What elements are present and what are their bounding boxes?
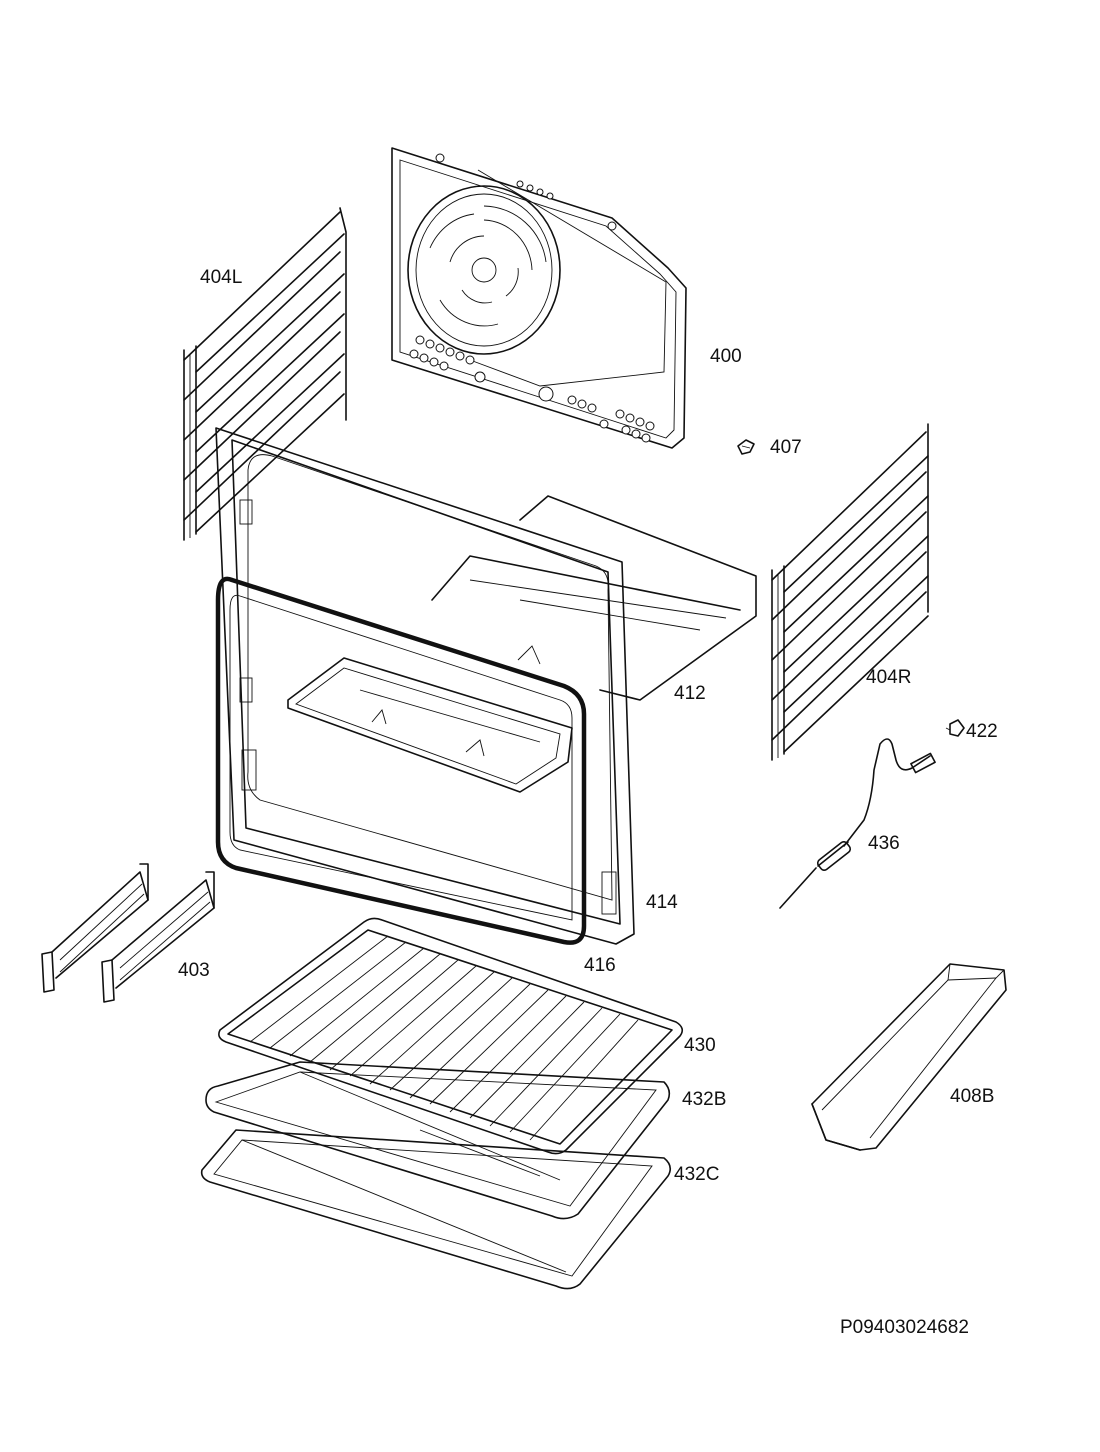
tray-drawing — [811, 963, 1007, 1151]
label-416: 416 — [584, 955, 616, 976]
reference-code: P09403024682 — [840, 1317, 969, 1338]
label-407: 407 — [770, 437, 802, 458]
meat-probe-drawing — [779, 738, 936, 909]
rear-panel-drawing — [391, 147, 687, 449]
label-404L: 404L — [200, 267, 242, 288]
label-422: 422 — [966, 721, 998, 742]
left-shelf-support-drawing — [183, 207, 347, 541]
label-436: 436 — [868, 833, 900, 854]
label-430: 430 — [684, 1035, 716, 1056]
label-414: 414 — [646, 892, 678, 913]
oven-cavity-drawing — [287, 495, 757, 793]
label-408B: 408B — [950, 1086, 994, 1107]
label-403: 403 — [178, 960, 210, 981]
label-432B: 432B — [682, 1089, 726, 1110]
label-400: 400 — [710, 346, 742, 367]
clip-drawing — [737, 439, 755, 455]
label-404R: 404R — [866, 667, 911, 688]
wire-rack-drawing — [218, 917, 684, 1155]
baking-tray-drawing — [205, 1061, 671, 1220]
sensor-connector-drawing — [945, 719, 965, 737]
right-shelf-support-drawing — [771, 423, 929, 761]
door-seal-drawing — [215, 576, 587, 945]
front-frame-drawing — [215, 427, 635, 945]
label-432C: 432C — [674, 1164, 719, 1185]
telescopic-runners-drawing — [41, 863, 215, 1003]
label-412: 412 — [674, 683, 706, 704]
deep-tray-drawing — [200, 1129, 672, 1290]
